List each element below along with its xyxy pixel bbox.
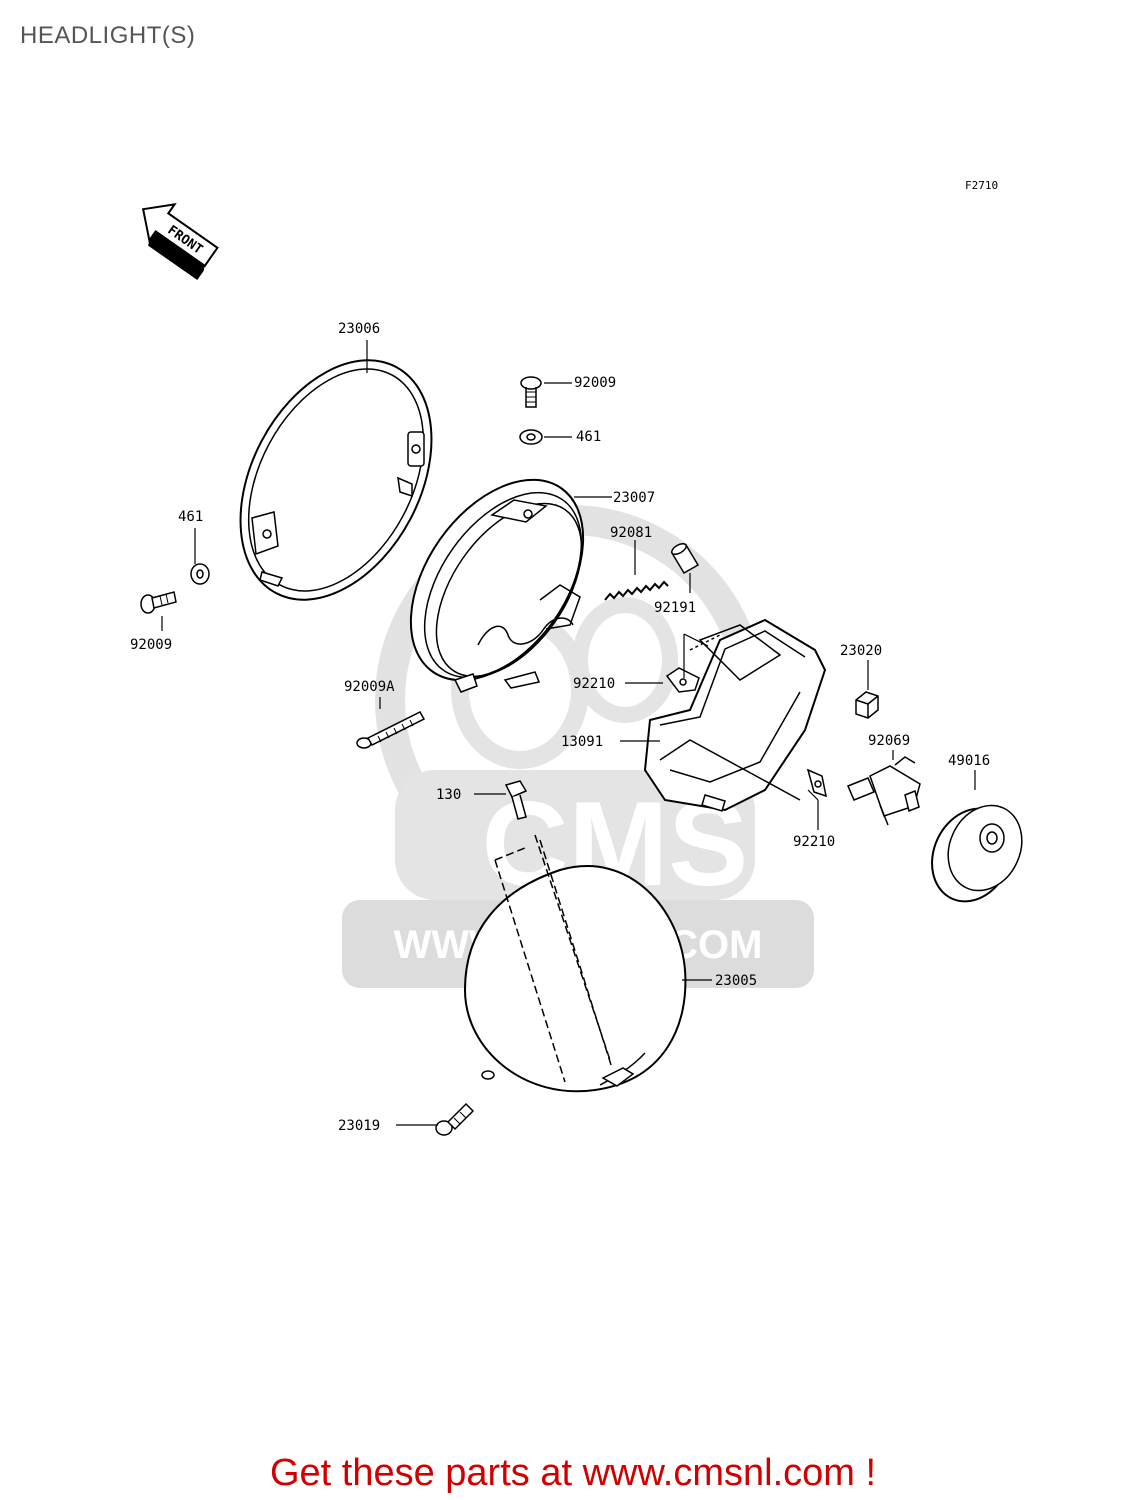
part-label-461-top: 461 [576,429,601,445]
part-label-130: 130 [436,787,461,803]
cap-49016-drawing [931,804,1023,903]
washer-461-top-drawing [519,429,543,445]
spring-92081-drawing [604,580,669,601]
clip-92210-upper-drawing [665,667,700,693]
tube-92191-drawing [670,542,700,575]
part-label-92081: 92081 [610,525,652,541]
part-label-92210-lower: 92210 [793,834,835,850]
bulb-92069-drawing [847,756,921,826]
front-arrow-marker: FRONT [141,203,219,281]
part-label-92009A: 92009A [344,679,395,695]
leader-lines [161,340,976,1126]
part-label-461-left: 461 [178,509,203,525]
clip-92210-lower-drawing [806,768,827,798]
part-labels: 23006 92009 461 23007 461 92081 92009 92… [130,321,990,1134]
part-label-13091: 13091 [561,734,603,750]
part-label-92191: 92191 [654,600,696,616]
housing-shell-23005-drawing [463,834,687,1093]
bolt-23019-drawing [435,1102,475,1136]
bracket-13091-drawing [643,618,827,812]
page-title: HEADLIGHT(S) [20,22,196,49]
screw-92009-left-drawing [140,591,177,614]
bolt-130-drawing [504,780,528,820]
long-screw-92009A-drawing [356,711,426,749]
rim-ring-drawing [239,359,433,601]
part-label-49016: 49016 [948,753,990,769]
nut-23020-drawing [855,691,879,719]
washer-461-left-drawing [190,563,210,585]
figure-code: F2710 [965,179,999,192]
part-label-92009-left: 92009 [130,637,172,653]
part-label-23005: 23005 [715,973,757,989]
footer-promo-link[interactable]: Get these parts at www.cmsnl.com ! [269,1452,877,1494]
part-label-92069: 92069 [868,733,910,749]
mounting-ring-drawing [409,478,585,693]
part-label-23020: 23020 [840,643,882,659]
part-label-23007: 23007 [613,490,655,506]
part-label-23006: 23006 [338,321,380,337]
screw-92009-top-drawing [520,376,542,408]
part-label-92210-upper: 92210 [573,676,615,692]
part-label-92009-top: 92009 [574,375,616,391]
part-label-23019: 23019 [338,1118,380,1134]
